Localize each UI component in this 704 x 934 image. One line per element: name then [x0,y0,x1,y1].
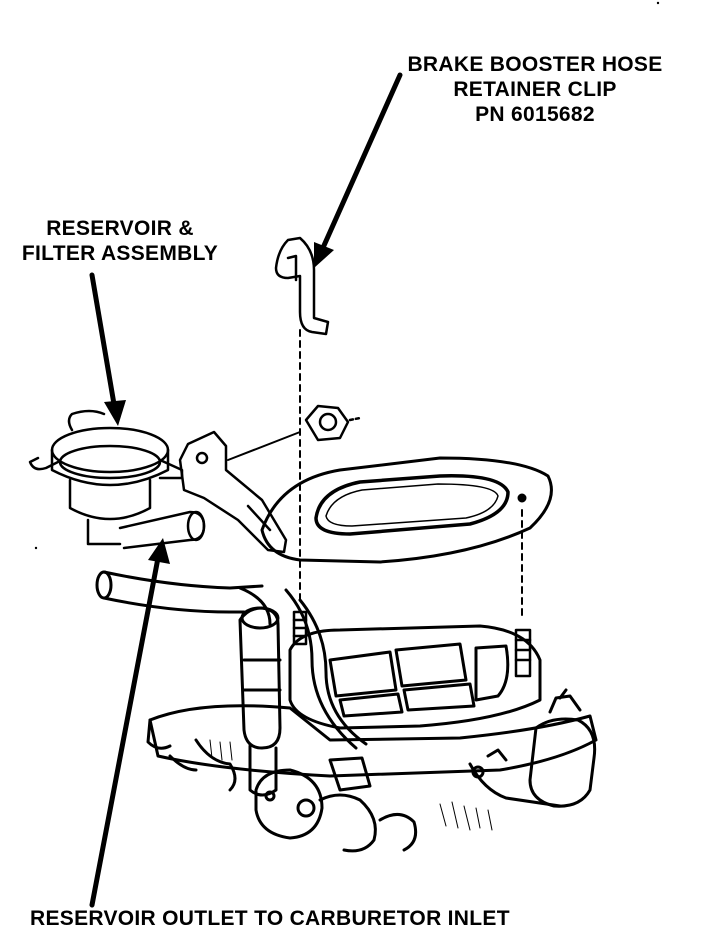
reservoir-label-line2: FILTER ASSEMBLY [21,242,219,265]
outlet-arrow [89,538,170,908]
nut [227,404,362,461]
brake-booster-label-line2: RETAINER CLIP [453,78,617,101]
outlet-label: RESERVOIR OUTLET TO CARBURETOR INLET [30,907,510,930]
retainer-clip [274,236,330,601]
brake-booster-label-line3: PN 6015682 [475,103,595,126]
brake-booster-label-line1: BRAKE BOOSTER HOSE [407,53,663,76]
gasket [260,456,553,621]
reservoir-label: RESERVOIR & FILTER ASSEMBLY [0,216,240,266]
brake-booster-label: BRAKE BOOSTER HOSE RETAINER CLIP PN 6015… [382,52,688,127]
mounting-bracket [178,430,288,554]
studs [292,610,532,678]
reservoir-label-line1: RESERVOIR & [46,217,194,240]
clip-arrow [314,72,403,268]
reservoir-filter [28,409,206,550]
carburetor-body [146,606,598,853]
reservoir-arrow [89,272,126,426]
